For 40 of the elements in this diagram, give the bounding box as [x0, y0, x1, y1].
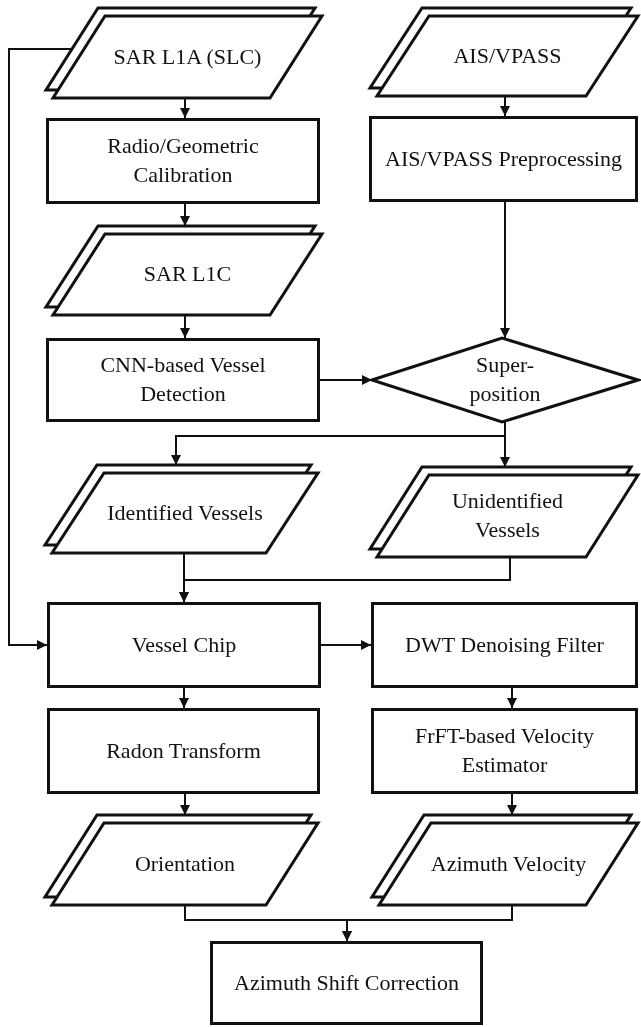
- process-box: [47, 602, 321, 688]
- node-label: AIS/VPASS: [453, 41, 562, 70]
- data-parallelogram: [370, 467, 638, 557]
- data-parallelogram: [46, 226, 322, 315]
- arrow: [179, 687, 189, 709]
- arrow: [320, 640, 372, 650]
- data-parallelogram: [45, 465, 318, 553]
- node-label: SAR L1C: [143, 260, 232, 289]
- arrow: [500, 421, 510, 468]
- node-label: DWT Denoising Filter: [405, 630, 604, 659]
- arrow: [180, 793, 190, 816]
- arrow: [500, 201, 510, 339]
- data-parallelogram: [46, 8, 322, 98]
- decision-diamond: [372, 338, 638, 422]
- node-label: Azimuth Velocity: [430, 849, 587, 878]
- process-box: [369, 116, 638, 202]
- node-label: Azimuth Shift Correction: [234, 968, 459, 997]
- node-label: Unidentified Vessels: [450, 487, 565, 544]
- arrow: [180, 203, 190, 227]
- data-parallelogram: [370, 8, 638, 96]
- arrow: [507, 793, 517, 816]
- node-label: CNN-based Vessel Detection: [99, 351, 267, 408]
- node-label: FrFT-based Velocity Estimator: [413, 722, 596, 779]
- process-box: [371, 602, 638, 688]
- node-label: Radon Transform: [106, 736, 261, 765]
- node-label: SAR L1A (SLC): [113, 42, 262, 71]
- node-label: Vessel Chip: [131, 630, 237, 659]
- arrow: [507, 687, 517, 709]
- process-box: [46, 338, 320, 422]
- node-label: AIS/VPASS Preprocessing: [385, 144, 622, 173]
- process-box: [210, 941, 483, 1025]
- node-label: Super-position: [468, 351, 542, 408]
- data-parallelogram: [372, 815, 638, 905]
- node-label: Orientation: [134, 849, 236, 878]
- process-box: [47, 708, 320, 794]
- node-label: Radio/Geometric Calibration: [106, 132, 260, 189]
- process-box: [371, 708, 638, 794]
- process-box: [46, 118, 320, 204]
- data-parallelogram: [45, 815, 318, 905]
- node-label: Identified Vessels: [107, 498, 263, 527]
